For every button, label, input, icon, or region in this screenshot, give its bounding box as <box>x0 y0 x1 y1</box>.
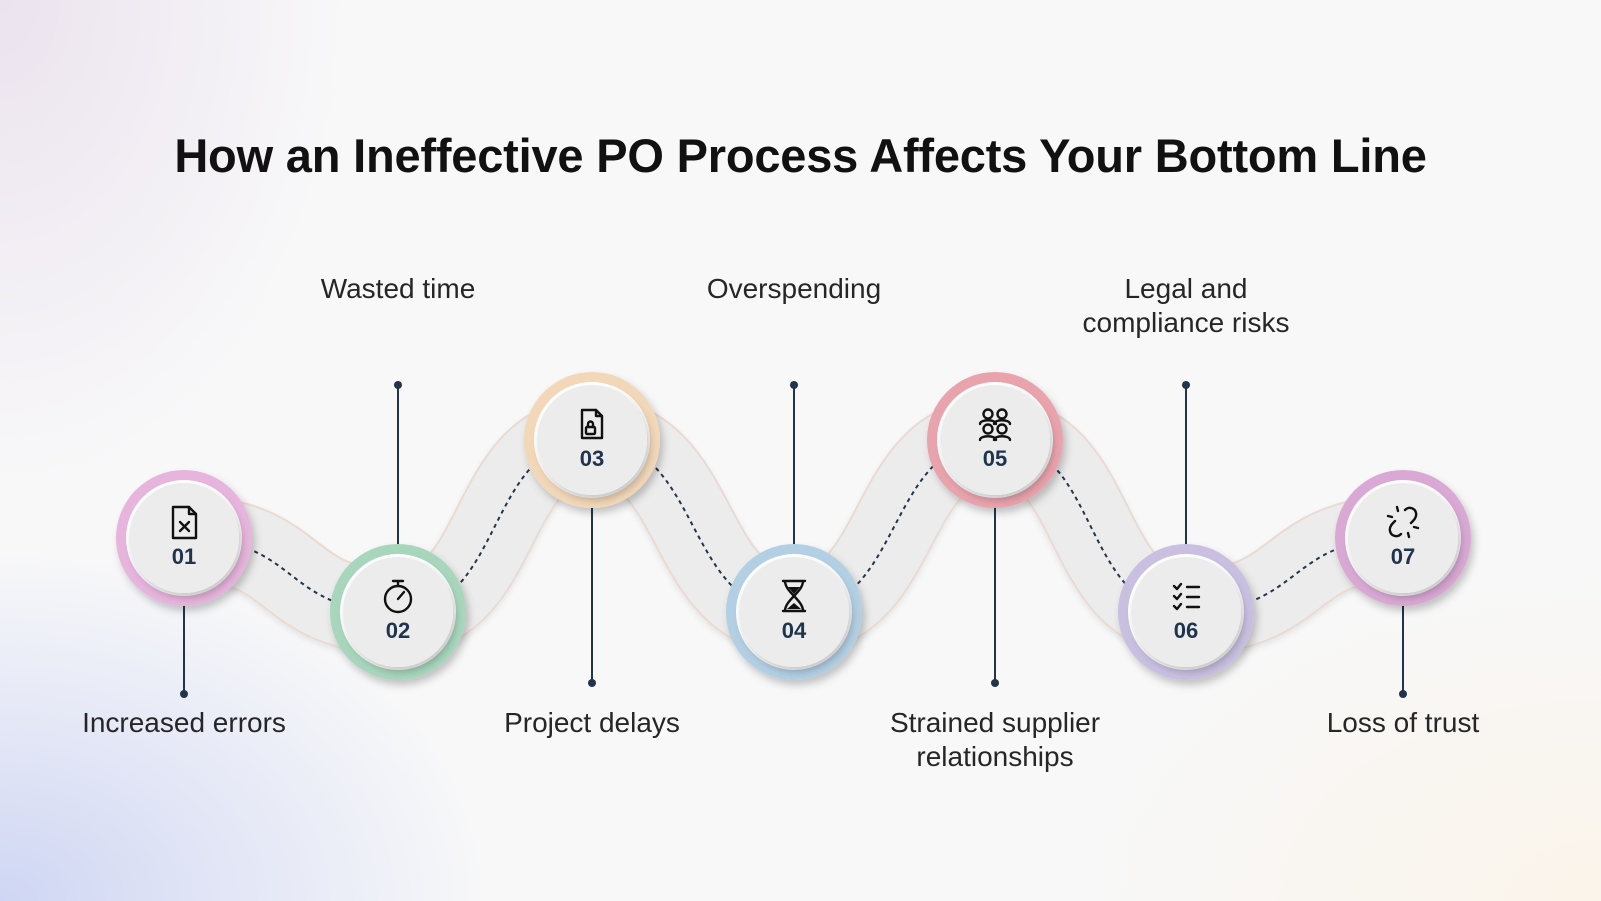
step-label: Loss of trust <box>1253 706 1553 740</box>
step-number: 02 <box>386 618 410 643</box>
step-node: 01 <box>116 470 252 606</box>
step-nodes: 01 02 03 04 05 06 07 <box>116 372 1471 680</box>
step-disc <box>1348 483 1458 593</box>
stopwatch-icon <box>383 579 413 614</box>
step-label: Wasted time <box>248 272 548 306</box>
step-number: 03 <box>580 446 604 471</box>
dashed-connector <box>397 439 593 613</box>
broken-link-icon <box>1386 505 1420 539</box>
people-icon <box>978 408 1012 442</box>
step-label: Increased errors <box>34 706 334 740</box>
step-node: 03 <box>524 372 660 508</box>
step-label-line: Overspending <box>706 273 882 304</box>
step-label-line: Project delays <box>504 707 680 738</box>
step-label-line: Strained supplier <box>889 707 1101 738</box>
leader-line <box>588 496 596 687</box>
step-label-line: Wasted time <box>320 273 476 304</box>
step-label-line: Increased errors <box>82 707 286 738</box>
step-number: 04 <box>782 618 807 643</box>
step-number: 01 <box>172 544 196 569</box>
page-title: How an Ineffective PO Process Affects Yo… <box>174 129 1427 182</box>
checklist-icon <box>1172 582 1201 611</box>
file-lock-icon <box>580 408 604 440</box>
step-label-line: Loss of trust <box>1326 707 1480 738</box>
leader-line <box>790 381 798 566</box>
leader-line <box>1182 381 1190 566</box>
step-disc <box>537 385 647 495</box>
step-number: 07 <box>1391 544 1415 569</box>
step-node: 06 <box>1118 544 1254 680</box>
step-label-line: relationships <box>916 741 1074 772</box>
leader-line <box>394 381 402 566</box>
step-node: 02 <box>330 544 466 680</box>
file-x-icon <box>171 505 198 540</box>
step-number: 05 <box>983 446 1007 471</box>
step-node: 07 <box>1335 470 1471 606</box>
step-label: Project delays <box>442 706 742 740</box>
step-node: 05 <box>927 372 1063 508</box>
leader-line <box>991 496 999 687</box>
step-label-line: compliance risks <box>1082 307 1290 338</box>
step-disc <box>1131 557 1241 667</box>
hourglass-icon <box>781 579 807 613</box>
dashed-connector <box>994 439 1187 613</box>
step-node: 04 <box>726 544 862 680</box>
step-label-line: Legal and <box>1124 273 1248 304</box>
step-label: Overspending <box>644 272 944 306</box>
step-number: 06 <box>1174 618 1198 643</box>
